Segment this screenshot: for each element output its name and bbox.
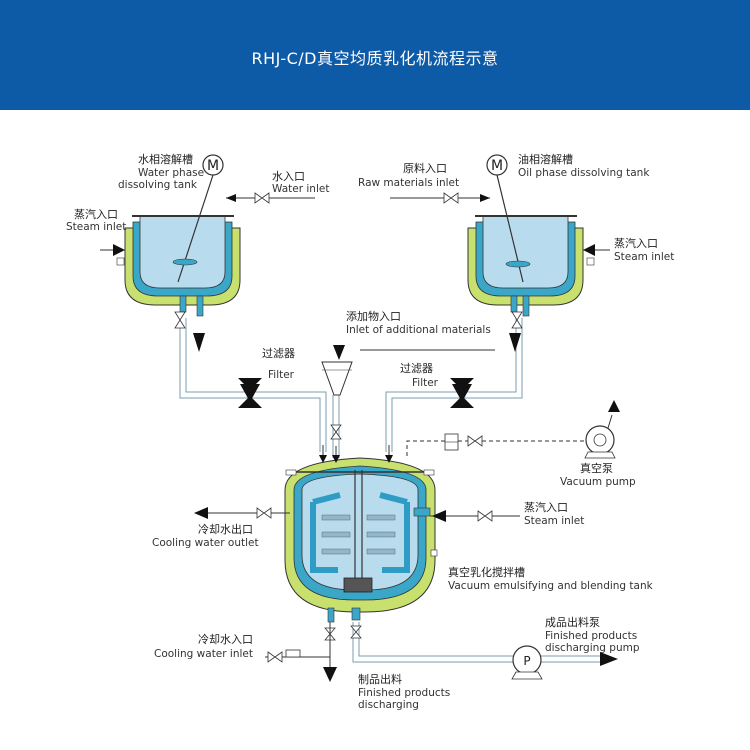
oil-tank-drain-arrow — [509, 333, 521, 352]
cooling-valve-actuator — [285, 649, 301, 658]
raw-materials-label-cn: 原料入口 — [403, 161, 447, 175]
svg-text:M: M — [207, 158, 219, 174]
water-inlet-label-en: Water inlet — [272, 183, 329, 195]
page-title: RHJ-C/D真空均质乳化机流程示意 — [251, 49, 499, 68]
steam-port-right — [586, 257, 595, 266]
cooling-in-label-en: Cooling water inlet — [154, 648, 253, 660]
water-tank-motor-icon: M — [202, 154, 224, 176]
raw-materials-label-en: Raw materials inlet — [358, 177, 459, 189]
vacuum-line — [406, 440, 585, 456]
finished-pump-label-en1: Finished products — [545, 630, 637, 642]
steam-inlet-main-label-en: Steam inlet — [524, 515, 584, 527]
additional-materials-arrow — [333, 345, 345, 360]
emulsify-tank-label-en: Vacuum emulsifying and blending tank — [448, 580, 654, 592]
steam-inlet-main-label-cn: 蒸汽入口 — [524, 500, 568, 514]
oil-tank-mixer-blade — [505, 260, 531, 268]
filter-left-label-cn: 过滤器 — [262, 347, 295, 360]
water-phase-tank — [124, 174, 241, 317]
water-tank-drain-arrow — [193, 333, 205, 352]
oil-phase-tank — [467, 174, 584, 317]
filter-right-label-en: Filter — [412, 377, 439, 389]
steam-inlet-left-label-cn: 蒸汽入口 — [74, 207, 118, 221]
finished-pump-label-en2: discharging pump — [545, 642, 640, 654]
finished-products-pump-icon: P — [511, 645, 618, 680]
water-tank-mixer-blade — [172, 258, 198, 266]
water-tank-label-en2: dissolving tank — [118, 179, 198, 191]
finished-pump-label-cn: 成品出料泵 — [545, 615, 600, 629]
discharging-label-cn: 制品出料 — [358, 672, 402, 686]
oil-tank-label-cn: 油相溶解槽 — [518, 152, 573, 166]
cooling-out-label-cn: 冷却水出口 — [198, 522, 253, 536]
steam-port-left — [116, 257, 125, 266]
water-tank-label-cn: 水相溶解槽 — [138, 152, 193, 166]
filter-left-label-en: Filter — [268, 369, 295, 381]
svg-text:P: P — [523, 654, 530, 668]
inlet-lines — [100, 197, 610, 667]
water-inlet-label-cn: 水入口 — [272, 170, 305, 183]
vacuum-pump-label-en: Vacuum pump — [560, 476, 636, 488]
vacuum-emulsifying-tank — [284, 457, 438, 623]
water-tank-label-en1: Water phase — [138, 167, 204, 179]
discharging-label-en1: Finished products — [358, 687, 450, 699]
steam-inlet-right-label-en: Steam inlet — [614, 251, 674, 263]
homogenizer-head — [343, 577, 373, 593]
svg-text:M: M — [491, 158, 503, 174]
discharging-label-en2: discharging — [358, 699, 419, 711]
oil-tank-motor-icon: M — [486, 154, 508, 176]
additional-materials-label-en: Inlet of additional materials — [346, 324, 491, 336]
header-banner: RHJ-C/D真空均质乳化机流程示意 — [0, 0, 750, 110]
cooling-in-label-cn: 冷却水入口 — [198, 633, 253, 646]
vacuum-filter-icon — [444, 433, 459, 451]
additional-materials-funnel — [321, 361, 353, 396]
additional-materials-label-cn: 添加物入口 — [346, 309, 401, 323]
inlet-arrows — [113, 194, 595, 682]
vacuum-pump-label-cn: 真空泵 — [580, 461, 613, 475]
steam-inlet-right-label-cn: 蒸汽入口 — [614, 236, 658, 250]
cooling-out-label-en: Cooling water outlet — [152, 537, 259, 549]
filter-right-label-cn: 过滤器 — [400, 362, 433, 375]
vacuum-pump-icon — [584, 400, 620, 459]
emulsify-tank-label-cn: 真空乳化搅拌槽 — [448, 565, 525, 579]
oil-tank-label-en: Oil phase dissolving tank — [518, 167, 650, 179]
steam-inlet-left-label-en: Steam inlet — [66, 221, 126, 233]
